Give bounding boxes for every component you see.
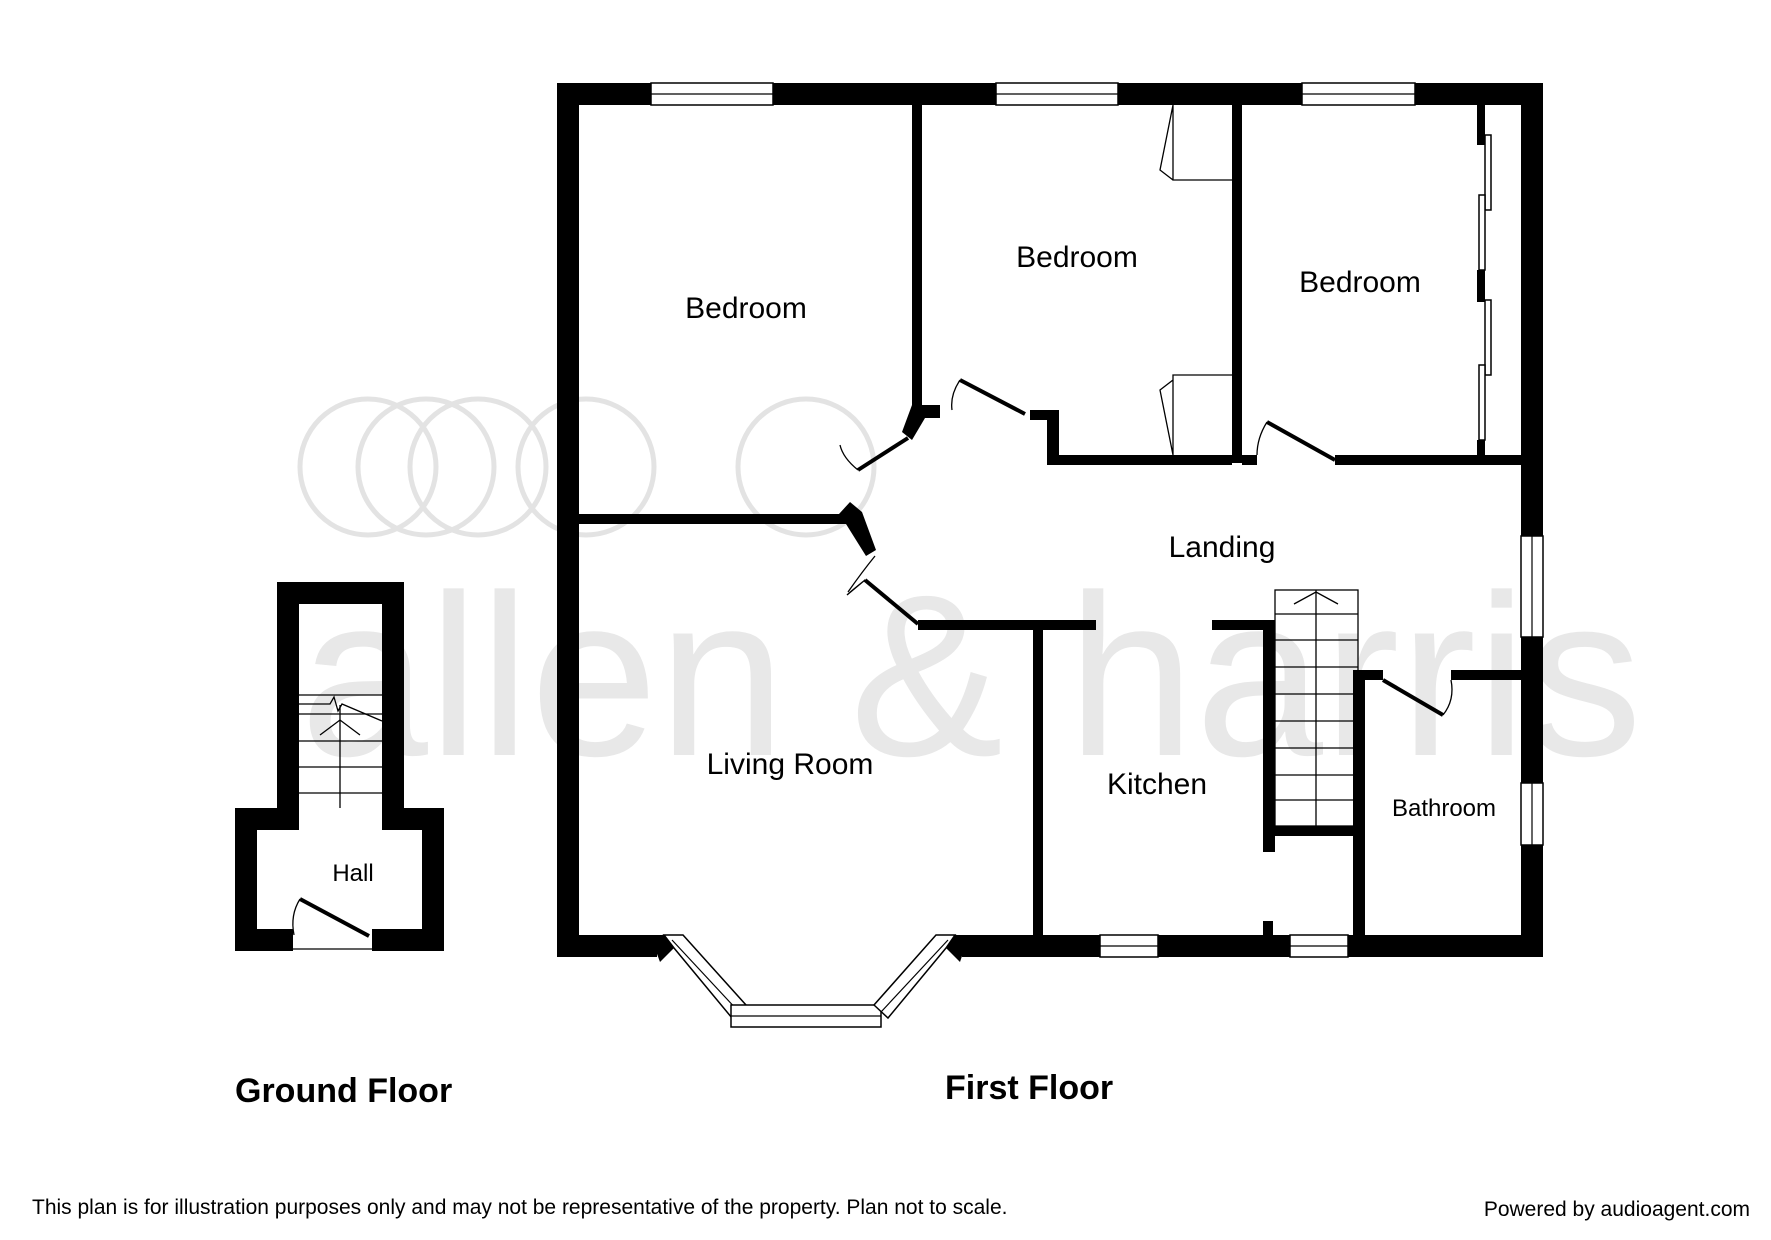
wall bbox=[277, 582, 299, 830]
outer-wall-right-mid bbox=[1521, 637, 1543, 783]
door-bedroom-2 bbox=[951, 378, 1026, 416]
wall bbox=[235, 808, 257, 951]
room-label-living-room: Living Room bbox=[707, 748, 874, 781]
watermark-ring-4 bbox=[515, 396, 657, 538]
first-floor-stairs bbox=[1274, 589, 1359, 827]
watermark: allen & harris bbox=[297, 396, 1642, 804]
door-bedroom-3 bbox=[1256, 420, 1336, 462]
stair-arrow-icon bbox=[319, 719, 361, 736]
wall-stair-bottom bbox=[1263, 826, 1363, 836]
room-label-bedroom: Bedroom bbox=[1016, 241, 1138, 274]
bay-wall-right bbox=[946, 935, 969, 962]
wall-bed3-bottom-left bbox=[1242, 455, 1257, 465]
wall-kitchen-stair bbox=[1263, 620, 1275, 852]
outer-wall-left bbox=[557, 83, 579, 957]
window bbox=[1520, 535, 1544, 638]
powered-by-text: Powered by audioagent.com bbox=[1484, 1198, 1750, 1221]
watermark-ring-3 bbox=[407, 396, 549, 538]
wall bbox=[235, 929, 293, 951]
room-labels: Bedroom Bedroom Bedroom Landing Living R… bbox=[332, 241, 1496, 887]
wardrobe-wall bbox=[1477, 440, 1485, 465]
wall-bed2-stub bbox=[1047, 410, 1059, 465]
wall-corner bbox=[902, 405, 940, 440]
wall-bed1-bed2 bbox=[912, 105, 922, 410]
stair-break bbox=[299, 695, 383, 722]
wall-living-kitchen bbox=[1033, 620, 1043, 935]
floor-label-first: First Floor bbox=[945, 1069, 1113, 1107]
outer-wall-bottom-right bbox=[962, 935, 1543, 957]
watermark-ring-5 bbox=[735, 396, 877, 538]
window bbox=[1289, 934, 1349, 958]
wall-corner-living bbox=[839, 502, 876, 556]
bay-window bbox=[662, 934, 957, 1028]
entrance-door bbox=[299, 897, 370, 938]
wall bbox=[277, 582, 404, 604]
room-label-bedroom: Bedroom bbox=[685, 292, 807, 325]
ground-floor-plan bbox=[235, 582, 444, 951]
first-floor-plan bbox=[557, 82, 1544, 1028]
watermark-ring-2 bbox=[355, 396, 497, 538]
stair-arrow-icon bbox=[1293, 591, 1339, 605]
watermark-ring-1 bbox=[297, 396, 439, 538]
room-label-kitchen: Kitchen bbox=[1107, 768, 1207, 801]
wall-bathroom-left bbox=[1353, 670, 1365, 935]
disclaimer-text: This plan is for illustration purposes o… bbox=[32, 1196, 1007, 1219]
window bbox=[650, 82, 774, 106]
room-label-hall: Hall bbox=[332, 860, 373, 887]
wardrobe bbox=[1159, 104, 1232, 456]
wall-bed1-living bbox=[579, 514, 839, 524]
sliding-wardrobe bbox=[1478, 134, 1492, 441]
room-label-bathroom: Bathroom bbox=[1392, 795, 1496, 822]
wall-bathroom-top-left bbox=[1353, 670, 1383, 680]
door-living-room bbox=[846, 555, 920, 626]
door-bedroom-1 bbox=[839, 436, 910, 472]
window bbox=[1520, 782, 1544, 846]
floor-label-ground: Ground Floor bbox=[235, 1072, 452, 1110]
wall-living-kitchen-top bbox=[918, 620, 1096, 630]
wall-bathroom-top-right bbox=[1451, 670, 1521, 680]
window bbox=[995, 82, 1119, 106]
room-label-bedroom: Bedroom bbox=[1299, 266, 1421, 299]
wall bbox=[372, 929, 444, 951]
wall bbox=[422, 808, 444, 951]
room-label-landing: Landing bbox=[1169, 531, 1276, 564]
outer-wall-right-upper bbox=[1521, 83, 1543, 536]
wall-bed2-bed3 bbox=[1232, 105, 1242, 463]
wall-bed2-bottom bbox=[1047, 455, 1232, 465]
watermark-text: allen & harris bbox=[300, 547, 1642, 804]
window bbox=[1099, 934, 1159, 958]
outer-wall-right-lower bbox=[1521, 845, 1543, 957]
wardrobe-panel bbox=[1477, 270, 1485, 302]
bay-wall-left bbox=[650, 935, 674, 962]
wardrobe-wall bbox=[1477, 105, 1485, 145]
door-bathroom bbox=[1381, 678, 1453, 717]
wall-bed3-bottom-right bbox=[1335, 455, 1521, 465]
wall bbox=[382, 582, 404, 830]
wall-kitchen-stair-top bbox=[1212, 620, 1275, 630]
door-swing-arc bbox=[292, 898, 301, 936]
window bbox=[1301, 82, 1416, 106]
outer-wall-bottom-left bbox=[557, 935, 657, 957]
wall-kitchen-stub bbox=[1263, 921, 1273, 935]
wall-bed2-stub-top bbox=[1030, 410, 1059, 420]
ground-floor-stairs bbox=[299, 694, 383, 808]
